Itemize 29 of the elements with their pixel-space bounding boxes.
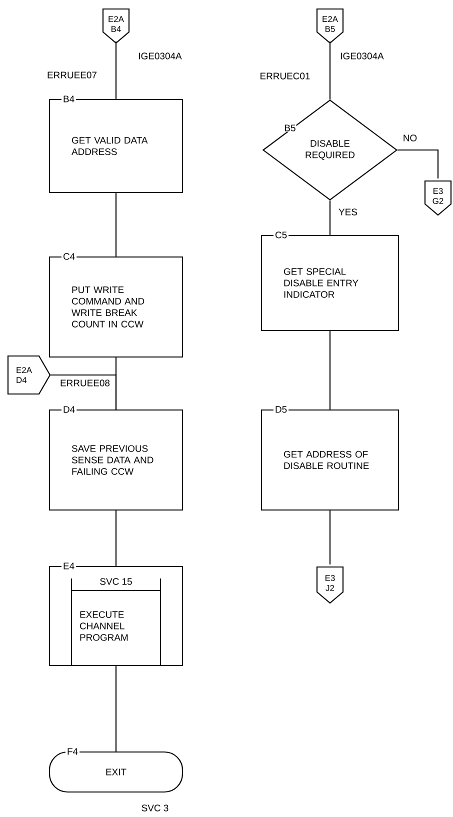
connector-line <box>329 42 331 100</box>
edge-label: NO <box>402 134 418 142</box>
reference-label: ERRUEE08 <box>60 380 110 386</box>
connector-line <box>115 42 117 99</box>
connector-line <box>329 331 331 410</box>
reference-label: ERRUEE07 <box>48 72 96 78</box>
offpage-connector: E2A B5 <box>316 8 344 44</box>
offpage-connector: E3 J2 <box>316 566 344 604</box>
reference-label: ERRUEC01 <box>260 72 310 80</box>
predefined-process-box: E4 SVC 15 EXECUTE CHANNEL PROGRAM <box>48 561 184 666</box>
reference-label: IGE0304A <box>341 52 384 60</box>
offpage-connector: E2A B4 <box>102 8 130 44</box>
reference-label: IGE0304A <box>139 52 182 60</box>
process-box: C5 GET SPECIAL DISABLE ENTRY INDICATOR <box>260 230 400 332</box>
connector-line <box>115 666 117 752</box>
offpage-connector: E3 G2 <box>424 180 452 216</box>
connector-line <box>329 510 331 564</box>
process-box: D4 SAVE PREVIOUS SENSE DATA AND FAILING CCW <box>48 404 184 511</box>
process-box: B4 GET VALID DATA ADDRESS <box>48 94 184 194</box>
connector-line <box>329 200 331 235</box>
offpage-connector: E2A D4 <box>7 355 51 395</box>
process-box: C4 PUT WRITE COMMAND AND WRITE BREAK COUNT IN CCW <box>48 252 184 358</box>
connector-line <box>115 510 117 566</box>
connector-line <box>50 374 117 410</box>
connector-line <box>398 149 439 178</box>
connector-line <box>115 193 117 256</box>
process-box: D5 GET ADDRESS OF DISABLE ROUTINE <box>260 404 400 511</box>
reference-label: SVC 3 <box>142 804 168 812</box>
edge-label: YES <box>338 208 358 216</box>
